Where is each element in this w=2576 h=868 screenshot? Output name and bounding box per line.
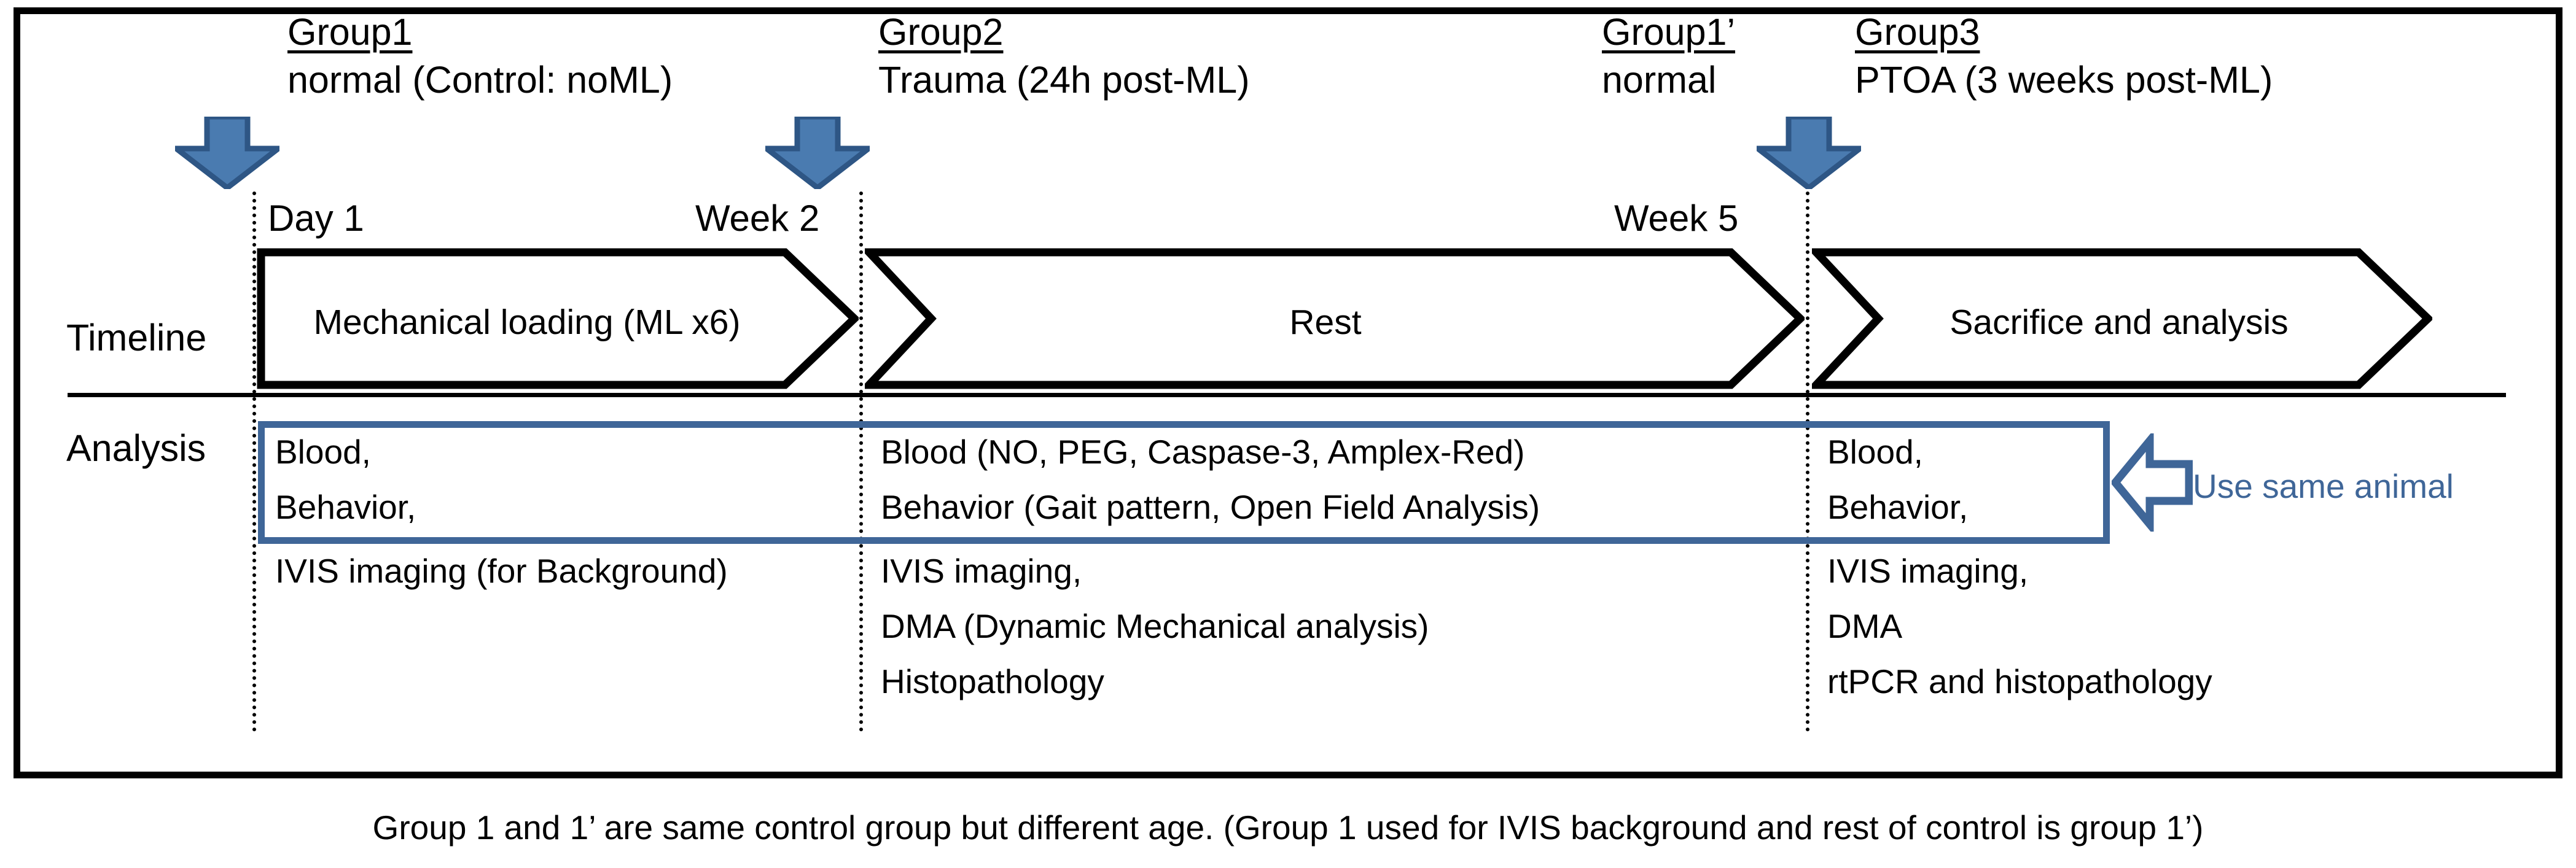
group-label-group3: Group3 [1855,11,1980,53]
analysis-line-col2-2: Histopathology [881,662,1104,700]
group-description-group1: normal (Control: noML) [287,59,673,101]
analysis-line-col3-highlight-0: Blood, [1827,433,1923,471]
timeline-phase-label-mechanical-loading: Mechanical loading (ML x6) [313,303,741,342]
group-label-group1: Group1 [287,11,413,53]
row-label-timeline: Timeline [66,317,207,358]
use-same-animal-annotation: Use same animal [2193,467,2454,505]
timeline-analysis-divider [68,393,2506,397]
time-marker-day1: Day 1 [268,198,364,239]
timeline-phase-sacrifice: Sacrifice and analysis [1812,248,2432,389]
analysis-line-col3-highlight-1: Behavior, [1827,488,1969,526]
timeline-phase-label-rest: Rest [1289,303,1362,342]
analysis-line-col3-2: rtPCR and histopathology [1827,662,2212,700]
analysis-line-col2-0: IVIS imaging, [881,552,1082,590]
timeline-marker-line-week2 [859,192,863,732]
analysis-line-col1-0: IVIS imaging (for Background) [275,552,728,590]
group-label-group2: Group2 [878,11,1004,53]
down-arrow-group2 [758,114,877,192]
analysis-line-col3-0: IVIS imaging, [1827,552,2029,590]
group-description-group2: Trauma (24h post-ML) [878,59,1250,101]
figure-caption: Group 1 and 1’ are same control group bu… [372,808,2204,847]
analysis-highlight-box [258,421,2110,544]
analysis-line-col1-highlight-1: Behavior, [275,488,416,526]
group-label-group1-prime: Group1’ [1602,11,1736,53]
analysis-line-col2-1: DMA (Dynamic Mechanical analysis) [881,607,1429,645]
analysis-line-col3-1: DMA [1827,607,1903,645]
down-arrow-group1 [168,114,287,192]
group-description-group3: PTOA (3 weeks post-ML) [1855,59,2273,101]
timeline-phase-label-sacrifice: Sacrifice and analysis [1950,303,2289,342]
row-label-analysis: Analysis [66,427,206,469]
analysis-line-col1-highlight-0: Blood, [275,433,371,471]
timeline-marker-line-day1 [252,192,256,732]
time-marker-week5: Week 5 [1614,198,1739,239]
left-arrow-icon [2110,429,2193,536]
analysis-line-col2-highlight-0: Blood (NO, PEG, Caspase-3, Amplex-Red) [881,433,1525,471]
analysis-line-col2-highlight-1: Behavior (Gait pattern, Open Field Analy… [881,488,1540,526]
timeline-phase-rest: Rest [865,248,1805,389]
down-arrow-group3 [1749,114,1868,192]
timeline-marker-line-week5 [1806,192,1809,732]
group-description-group1-prime: normal [1602,59,1717,101]
time-marker-week2: Week 2 [695,198,820,239]
timeline-phase-mechanical-loading: Mechanical loading (ML x6) [257,248,859,389]
